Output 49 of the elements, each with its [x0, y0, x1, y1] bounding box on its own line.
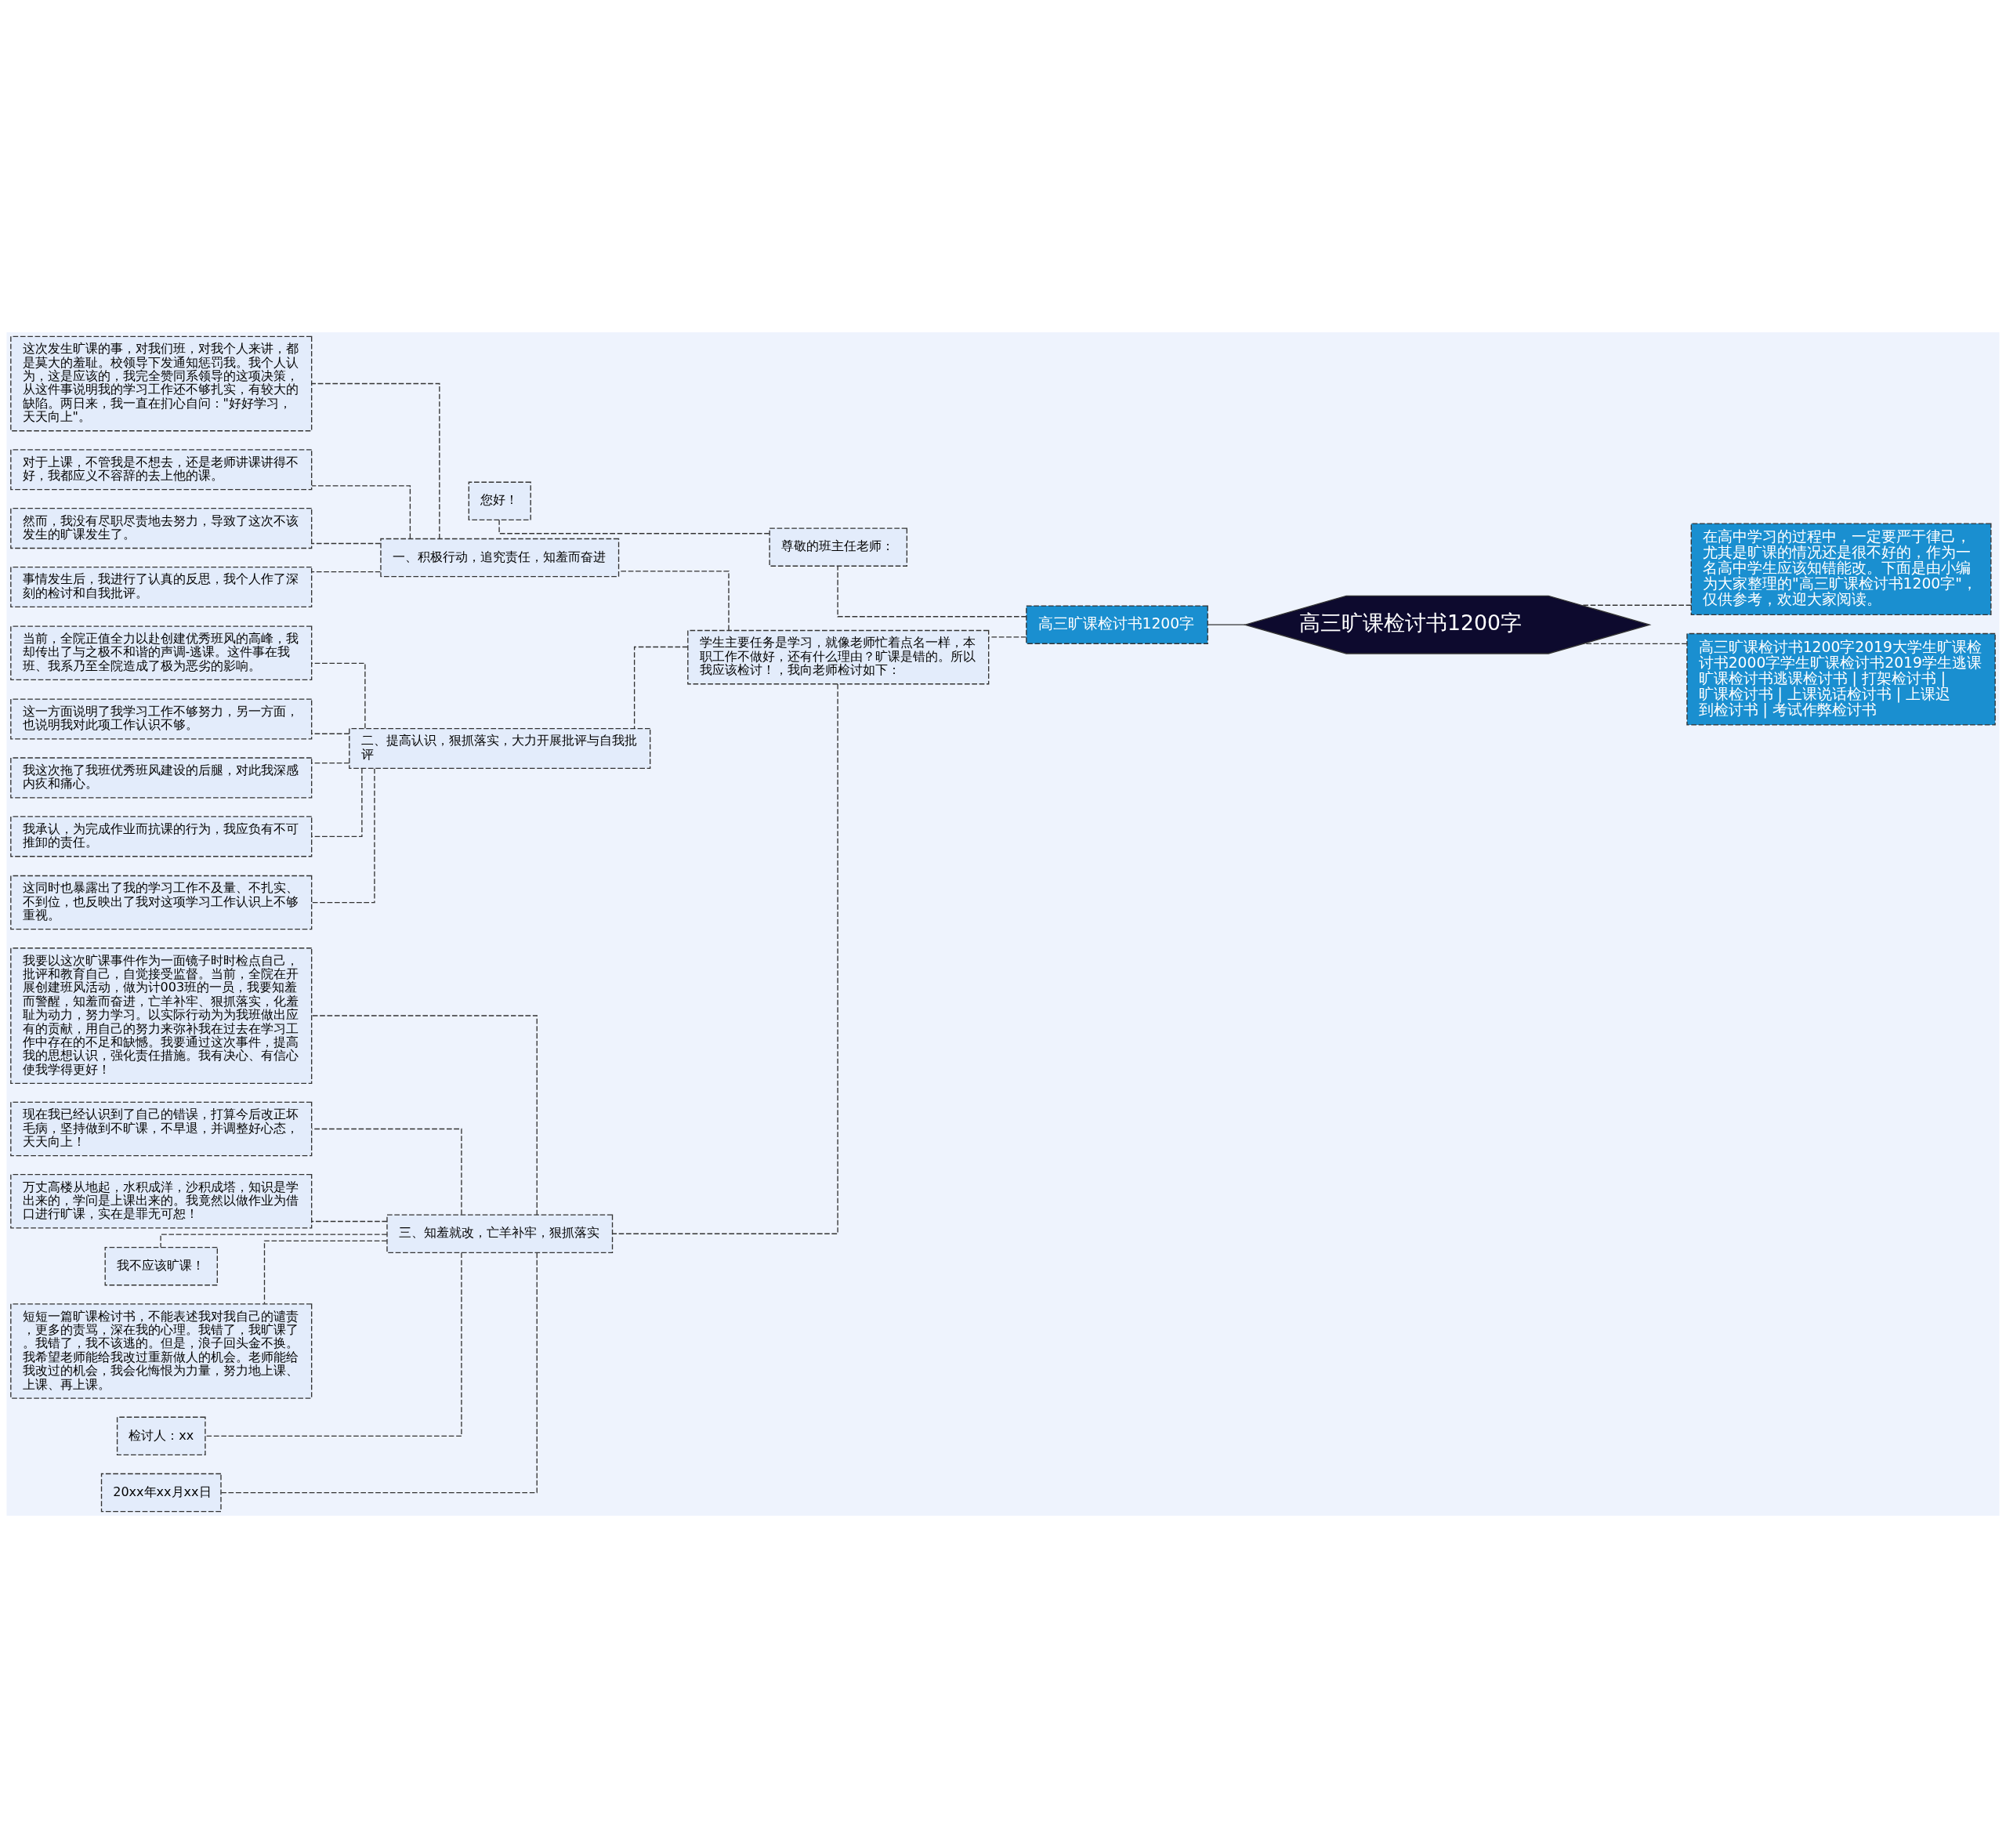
connector [263, 1240, 388, 1305]
connector [160, 1234, 388, 1248]
node-box: 三、知羞就改，亡羊补牢，狠抓落实 [386, 1214, 614, 1253]
connector [311, 767, 363, 837]
node-box: 20xx年xx月xx日 [100, 1473, 222, 1513]
node-box: 我要以这次旷课事件作为一面镜子时时检点自己，批评和教育自己，自觉接受监督。当前，全院在开展创建班风活动，做为计003班的一员，我要知羞而警醒，知羞而奋进，亡羊补牢、狠抓落实，化羞耻为动力，努力学习。以实际行动为为我班做出应有的贡献，用自己的努力来弥补我在过去在学习工作中存在的不足和缺憾。我要通过这次事件，提高我的思想认识，强化责任措施。我有决心、有信心使我学得更好！ [10, 948, 313, 1084]
node-box: 高三旷课检讨书1200字2019大学生旷课检讨书2000字学生旷课检讨书2019学生逃课旷课检讨书逃课检讨书 | 打架检讨书 | 旷课检讨书 | 上课说话检讨书 | 上课迟到检讨书 | 考试作弊检讨书 [1686, 632, 1996, 726]
node-box: 二、提高认识，狠抓落实，大力开展批评与自我批评 [349, 727, 651, 770]
node-box: 我承认，为完成作业而抗课的行为，我应负有不可推卸的责任。 [10, 816, 313, 857]
node-box: 学生主要任务是学习，就像老师忙着点名一样，本职工作不做好，还有什么理由？旷课是错的。所以我应该检讨！，我向老师检讨如下： [687, 629, 990, 685]
connector [311, 763, 350, 764]
node-box: 事情发生后，我进行了认真的反思，我个人作了深刻的检讨和自我批评。 [10, 566, 313, 608]
connector [837, 565, 1027, 618]
node-box: 在高中学习的过程中，一定要严于律己，尤其是旷课的情况还是很不好的，作为一名高中学生应该知错能改。下面是由小编为大家整理的"高三旷课检讨书1200字"，仅供参考，欢迎大家阅读。 [1690, 523, 1992, 616]
connector [618, 571, 730, 631]
connector [311, 768, 375, 904]
connector [311, 485, 411, 539]
node-box: 对于上课，不管我是不想去，还是老师讲课讲得不好，我都应义不容辞的去上他的课。 [10, 449, 313, 491]
connector [633, 646, 689, 730]
connector [988, 636, 1027, 638]
node-box: 高三旷课检讨书1200字 [1026, 605, 1208, 644]
connector [205, 1252, 462, 1437]
connector [311, 571, 382, 573]
node-box: 我这次拖了我班优秀班风建设的后腿，对此我深感内疚和痛心。 [10, 757, 313, 799]
node-box: 一、积极行动，追究责任，知羞而奋进 [380, 538, 620, 578]
connector [311, 733, 350, 734]
node-box: 现在我已经认识到了自己的错误，打算今后改正坏毛病，坚持做到不旷课，不早退，并调整好心态，天天向上！ [10, 1101, 313, 1157]
connector [311, 382, 440, 540]
node-box: 这次发生旷课的事，对我们班，对我个人来讲，都是莫大的羞耻。校领导下发通知惩罚我。我个人认为，这是应该的，我完全赞同系领导的这项决策，从这件事说明我的学习工作还不够扎实，有较大的缺陷。两日来，我一直在扪心自问："好好学习，天天向上"。 [10, 335, 313, 432]
node-box: 万丈高楼从地起，水积成洋，沙积成塔，知识是学出来的，学问是上课出来的。我竟然以做作业为借口进行旷课，实在是罪无可恕！ [10, 1174, 313, 1229]
node-box: 我不应该旷课！ [104, 1246, 218, 1286]
node-box: 当前，全院正值全力以赴创建优秀班风的高峰，我却传出了与之极不和谐的声调-逃课。这件事在我班、我系乃至全院造成了极为恶劣的影响。 [10, 625, 313, 681]
node-box: 短短一篇旷课检讨书，不能表述我对我自己的谴责，更多的责骂，深在我的心理。我错了，我旷课了。我错了，我不该逃的。但是，浪子回头金不换。我希望老师能给我改过重新做人的机会。老师能给我改过的机会，我会化悔恨为力量，努力地上课、上课、再上课。 [10, 1303, 313, 1399]
node-box: 检讨人：xx [116, 1416, 206, 1456]
connector [220, 1252, 538, 1494]
node-box: 尊敬的班主任老师： [769, 527, 908, 567]
connector [311, 1220, 388, 1223]
connector [1582, 643, 1688, 645]
connector [612, 683, 838, 1234]
node-box: 这一方面说明了我学习工作不够努力，另一方面，也说明我对此项工作认识不够。 [10, 698, 313, 740]
connector [1207, 624, 1246, 625]
connector [311, 662, 366, 729]
connector [311, 1015, 538, 1216]
node-box: 您好！ [468, 481, 531, 521]
node-box: 然而，我没有尽职尽责地去努力，导致了这次不该发生的旷课发生了。 [10, 508, 313, 549]
connector [311, 542, 382, 545]
node-box: 这同时也暴露出了我的学习工作不及量、不扎实、不到位，也反映出了我对这项学习工作认识上不够重视。 [10, 875, 313, 930]
connector [1581, 604, 1692, 606]
connector [311, 1128, 462, 1216]
